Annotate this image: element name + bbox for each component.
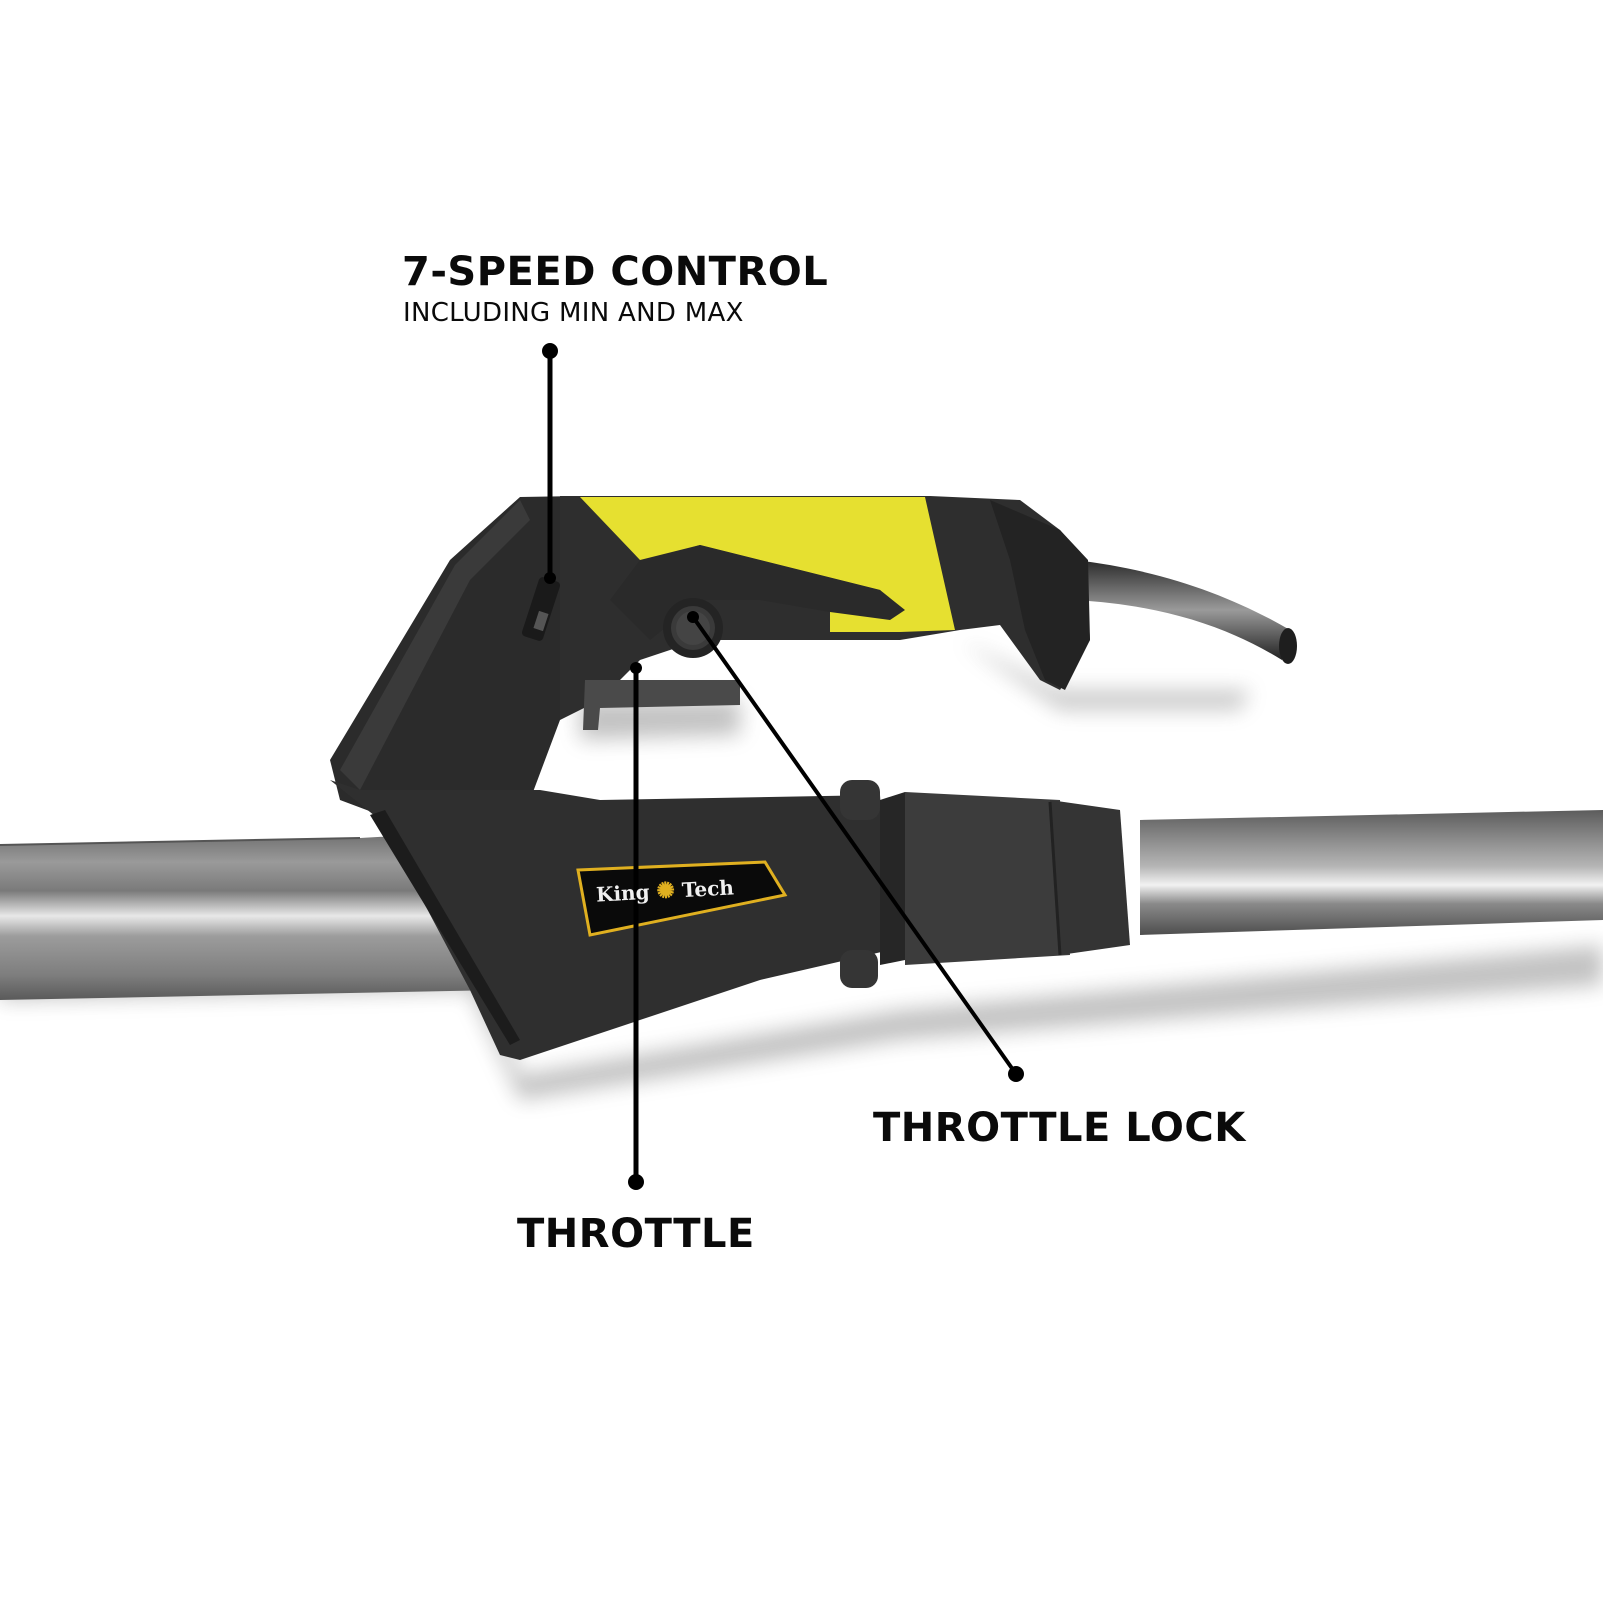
pole-left — [0, 832, 500, 1000]
pole-right — [1140, 810, 1603, 935]
callout-subtitle-speed-control: INCLUDING MIN AND MAX — [403, 298, 744, 328]
lion-icon: ✺ — [655, 877, 676, 905]
callout-title-throttle-lock: THROTTLE LOCK — [873, 1105, 1246, 1151]
leader-dot-throttle — [628, 1174, 644, 1190]
brand-badge — [576, 860, 788, 937]
power-cable — [1075, 560, 1297, 664]
brand-logo-right: Tech — [681, 875, 735, 903]
leader-dot-throttle-lock — [1008, 1066, 1024, 1082]
handle-body — [330, 496, 1130, 1060]
leader-line-throttle-lock — [691, 615, 1018, 1076]
leader-lines — [542, 343, 1024, 1190]
leader-dot-speed — [542, 343, 558, 359]
callout-title-speed-control: 7-SPEED CONTROL — [402, 249, 829, 295]
callout-title-throttle: THROTTLE — [517, 1211, 755, 1257]
brand-logo-left: King — [595, 879, 651, 907]
